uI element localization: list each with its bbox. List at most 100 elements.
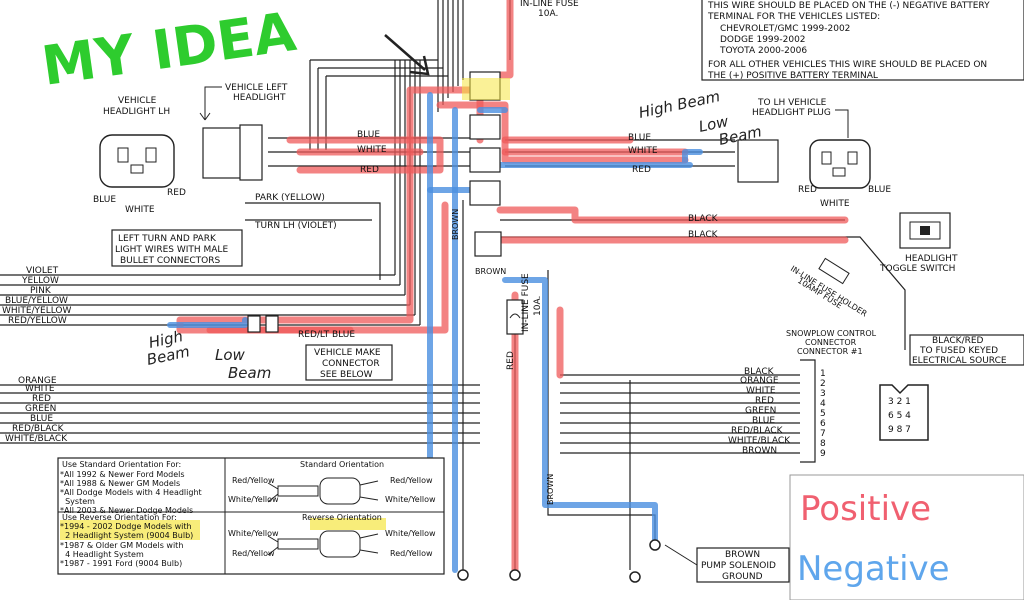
standard-item-4: *All 2003 & Newer Dodge Models <box>60 506 193 515</box>
pump-solenoid-1: BROWN <box>725 550 760 560</box>
black-red-2: TO FUSED KEYED <box>919 346 998 356</box>
wire-red-left: RED <box>360 165 379 175</box>
relay-3 <box>469 147 501 173</box>
red-lt-blue-label: RED/LT BLUE <box>298 330 355 340</box>
right-plug-white: WHITE <box>820 199 850 209</box>
lh-headlight-plug <box>809 139 871 189</box>
turn-lh-violet-label: TURN LH (VIOLET) <box>254 221 337 231</box>
left-wire-3: BLUE/YELLOW <box>5 296 68 306</box>
note-line-2: TERMINAL FOR THE VEHICLES LISTED: <box>707 12 880 22</box>
harness-wire-labels: ORANGE WHITE RED GREEN BLUE RED/BLACK WH… <box>5 376 68 444</box>
standard-item-3: System <box>60 497 95 506</box>
inline-fuse-top-1: IN-LINE FUSE <box>520 0 579 9</box>
to-lh-headlight-plug-2: HEADLIGHT PLUG <box>752 108 831 118</box>
orientation-box: Use Standard Orientation For: *All 1992 … <box>57 457 445 575</box>
my-idea-arrow <box>384 34 430 76</box>
std-red-yellow-right: Red/Yellow <box>390 476 433 485</box>
right-plug-blue: BLUE <box>868 185 891 195</box>
reverse-item-1: 2 Headlight System (9004 Bulb) <box>60 531 193 540</box>
harness-wire-3: GREEN <box>25 404 56 414</box>
conn-wire-5: BLUE <box>752 416 775 426</box>
snowplow-connector-2: CONNECTOR <box>805 338 857 347</box>
connector-pin-numbers: 1 2 3 4 5 6 7 8 9 <box>820 369 826 459</box>
black-red-1: BLACK/RED <box>932 336 984 346</box>
left-wire-0: VIOLET <box>26 266 59 276</box>
red-vert-label: RED <box>506 351 516 370</box>
standard-item-0: *All 1992 & Newer Ford Models <box>60 470 185 479</box>
standard-item-1: *All 1988 & Newer GM Models <box>60 479 180 488</box>
left-turn-park-1: LEFT TURN AND PARK <box>118 234 217 244</box>
left-wire-5: RED/YELLOW <box>8 316 67 326</box>
connector-wire-labels: BLACK ORANGE WHITE RED GREEN BLUE RED/BL… <box>728 367 791 456</box>
vehicle-headlight-lh-plug <box>99 134 175 188</box>
pin-3: 4 <box>820 399 826 409</box>
left-wire-2: PINK <box>30 286 52 296</box>
standard-title: Standard Orientation <box>300 460 384 469</box>
low-beam-left-label: Low <box>215 346 246 364</box>
snowplow-connector-1: SNOWPLOW CONTROL <box>786 329 877 338</box>
reverse-item-2: *1987 & Older GM Models with <box>60 541 183 550</box>
plug-red-label: RED <box>167 188 186 198</box>
relay-4 <box>469 180 501 206</box>
legend-positive: Positive <box>800 489 931 529</box>
left-turn-park-3: BULLET CONNECTORS <box>120 256 220 266</box>
reverse-item-0: *1994 - 2002 Dodge Models with <box>60 522 192 531</box>
plug-white-label: WHITE <box>125 205 155 215</box>
brown-relay-label: BROWN <box>475 267 506 276</box>
pin-1: 2 <box>820 379 826 389</box>
legend-negative: Negative <box>797 549 950 589</box>
note-line-5: TOYOTA 2000-2006 <box>719 46 807 56</box>
harness-wire-5: RED/BLACK <box>12 424 65 434</box>
to-lh-headlight-plug-1: TO LH VEHICLE <box>757 98 827 108</box>
wire-blue-left: BLUE <box>357 130 380 140</box>
conn-wire-6: RED/BLACK <box>731 426 784 436</box>
plug-blue-label: BLUE <box>93 195 116 205</box>
plug-row-0: 3 2 1 <box>888 397 911 407</box>
wire-red-right: RED <box>632 165 651 175</box>
headlight-toggle-1: HEADLIGHT <box>905 254 958 264</box>
black-red-3: ELECTRICAL SOURCE <box>912 356 1007 366</box>
brown-vert-label-2: BROWN <box>546 474 555 505</box>
left-wire-1: YELLOW <box>21 276 59 286</box>
harness-wire-0: ORANGE <box>18 376 57 386</box>
vehicle-make-1: VEHICLE MAKE <box>314 348 381 358</box>
wire-white-left: WHITE <box>357 145 387 155</box>
note-line-1: THIS WIRE SHOULD BE PLACED ON THE (-) NE… <box>707 1 990 11</box>
vehicle-make-connector-box <box>305 344 393 381</box>
plug-row-1: 6 5 4 <box>888 411 911 421</box>
reverse-title: Reverse Orientation <box>302 513 382 522</box>
inline-fuse-mid-1: IN-LINE FUSE <box>521 273 531 332</box>
left-turn-park-box <box>111 229 243 267</box>
std-red-yellow-left: Red/Yellow <box>232 476 275 485</box>
rev-red-yellow-left: Red/Yellow <box>232 549 275 558</box>
right-plug-red: RED <box>798 185 817 195</box>
harness-wire-6: WHITE/BLACK <box>5 434 68 444</box>
rev-white-yellow-left: White/Yellow <box>228 529 279 538</box>
pin-6: 7 <box>820 429 826 439</box>
pump-solenoid-3: GROUND <box>722 572 763 582</box>
plug-row-2: 9 8 7 <box>888 425 911 435</box>
note-line-6: FOR ALL OTHER VEHICLES THIS WIRE SHOULD … <box>708 60 987 70</box>
conn-wire-4: GREEN <box>745 406 776 416</box>
conn-wire-7: WHITE/BLACK <box>728 436 791 446</box>
ground-terminals <box>457 539 661 583</box>
std-white-yellow-right: White/Yellow <box>385 495 436 504</box>
left-wire-4: WHITE/YELLOW <box>2 306 72 316</box>
left-wire-labels: VIOLET YELLOW PINK BLUE/YELLOW WHITE/YEL… <box>2 266 72 326</box>
harness-wire-2: RED <box>32 394 51 404</box>
vehicle-make-3: SEE BELOW <box>320 370 373 380</box>
vehicle-left-headlight-2: HEADLIGHT <box>233 93 286 103</box>
plug-pin-grid: 3 2 1 6 5 4 9 8 7 <box>888 397 911 435</box>
wire-white-right: WHITE <box>628 146 658 156</box>
vehicle-left-headlight-1: VEHICLE LEFT <box>225 83 288 93</box>
pin-7: 8 <box>820 439 826 449</box>
pin-8: 9 <box>820 449 826 459</box>
low-beam-right-label: Low <box>697 112 731 136</box>
note-box <box>701 0 1024 81</box>
relay-2 <box>469 114 501 140</box>
vehicle-headlight-lh-1: VEHICLE <box>118 96 157 106</box>
std-white-yellow-left: White/Yellow <box>228 495 279 504</box>
standard-item-2: *All Dodge Models with 4 Headlight <box>60 488 202 497</box>
relay-stack <box>462 71 510 257</box>
conn-wire-0: BLACK <box>744 367 775 377</box>
